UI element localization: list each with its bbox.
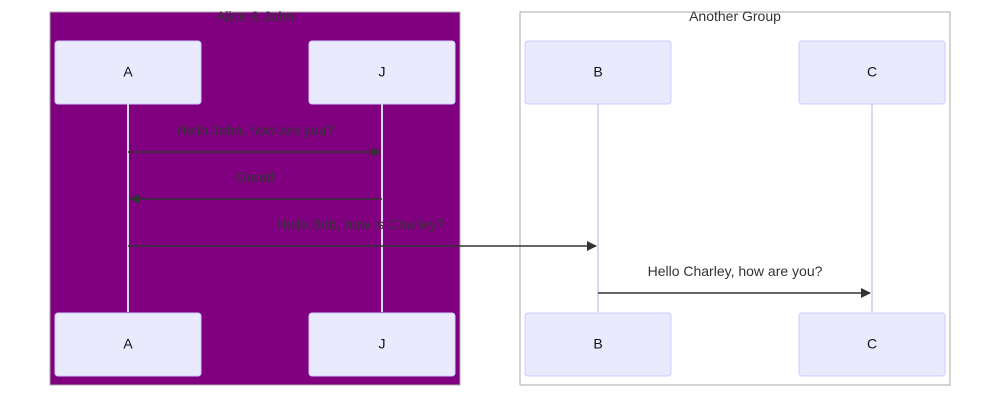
svg-text:B: B xyxy=(593,64,602,80)
message-1: Hello John, how are you? xyxy=(128,122,381,157)
svg-text:A: A xyxy=(123,64,133,80)
svg-text:J: J xyxy=(379,336,386,352)
message-3: Hello Bob, how is Charley? xyxy=(128,216,597,251)
svg-text:C: C xyxy=(867,64,877,80)
svg-text:Great!: Great! xyxy=(236,169,275,185)
actor-c-top[interactable]: C xyxy=(798,40,946,105)
svg-text:B: B xyxy=(593,336,602,352)
group-another-group-title: Another Group xyxy=(689,8,781,24)
svg-text:Hello Charley, how are you?: Hello Charley, how are you? xyxy=(648,263,823,279)
actor-j-bottom[interactable]: J xyxy=(308,312,456,377)
actor-j-top[interactable]: J xyxy=(308,40,456,105)
group-alice-john-title: Alice & John xyxy=(216,8,294,24)
actor-a-top[interactable]: A xyxy=(54,40,202,105)
actor-b-bottom[interactable]: B xyxy=(524,312,672,377)
message-4: Hello Charley, how are you? xyxy=(598,263,871,298)
actor-a-bottom[interactable]: A xyxy=(54,312,202,377)
svg-text:C: C xyxy=(867,336,877,352)
svg-text:A: A xyxy=(123,336,133,352)
actor-c-bottom[interactable]: C xyxy=(798,312,946,377)
svg-text:Hello Bob, how is Charley?: Hello Bob, how is Charley? xyxy=(276,216,444,232)
actor-b-top[interactable]: B xyxy=(524,40,672,105)
svg-text:Hello John, how are you?: Hello John, how are you? xyxy=(176,122,334,138)
svg-text:J: J xyxy=(379,64,386,80)
message-2: Great! xyxy=(129,169,382,204)
